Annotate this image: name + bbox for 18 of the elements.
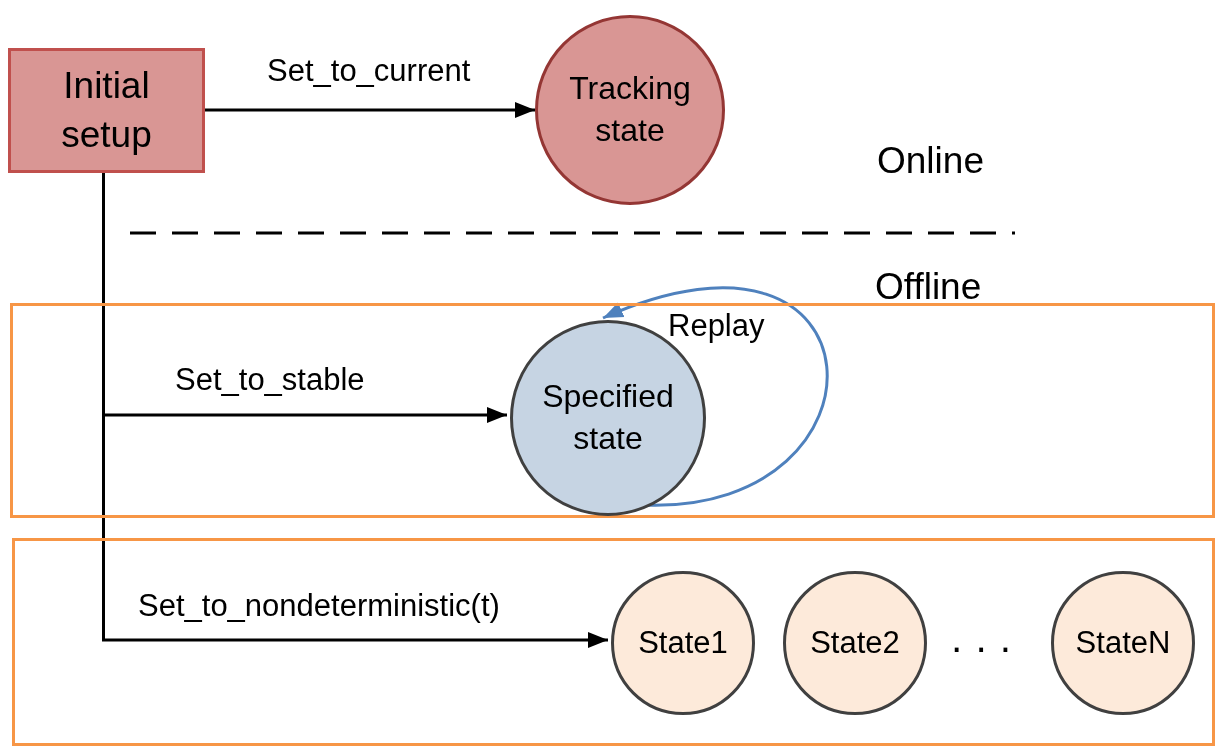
offline-band bbox=[10, 303, 1215, 518]
edge-label: Set_to_current bbox=[267, 53, 471, 89]
arrow bbox=[602, 286, 828, 507]
region-label: Online bbox=[877, 140, 984, 182]
node-label: Initial setup bbox=[60, 64, 153, 157]
edge-label: Set_to_nondeterministic(t) bbox=[138, 588, 500, 624]
node-label: Tracking state bbox=[568, 69, 692, 150]
edge-label: Replay bbox=[668, 308, 765, 344]
arrow bbox=[205, 102, 535, 118]
node-label: StateN bbox=[1075, 623, 1171, 662]
node-label: State2 bbox=[810, 623, 900, 662]
process-box bbox=[8, 48, 205, 173]
region-label: Offline bbox=[875, 266, 982, 308]
ellipsis-mark: · · · bbox=[950, 625, 1013, 670]
node-label: Specified state bbox=[541, 377, 675, 458]
node-label: State1 bbox=[638, 623, 728, 662]
offline-band bbox=[12, 538, 1215, 746]
edge-label: Set_to_stable bbox=[175, 362, 365, 398]
